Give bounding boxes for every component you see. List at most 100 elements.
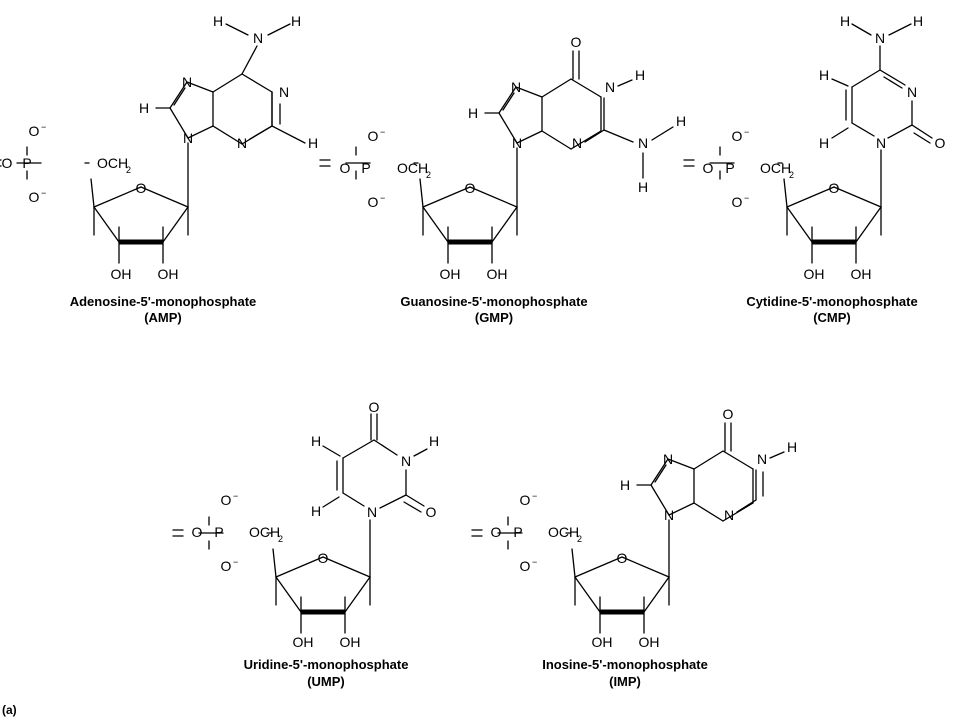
n9: N	[512, 135, 522, 151]
phosphate-oxygen: O	[368, 128, 379, 144]
hydroxyl-2: OH	[639, 634, 660, 650]
n3: N	[401, 453, 411, 469]
double-bond-oxygen: O	[491, 524, 502, 540]
negative-charge: −	[380, 127, 385, 137]
h5: H	[819, 67, 829, 83]
ring-oxygen: O	[465, 180, 476, 196]
imp-abbreviation: (IMP)	[609, 674, 641, 689]
carbonyl-oxygen: O	[571, 34, 582, 50]
amino-h: H	[638, 179, 648, 195]
amino-n: N	[638, 135, 648, 151]
negative-charge: −	[532, 491, 537, 501]
n7: N	[511, 79, 521, 95]
h3: H	[429, 433, 439, 449]
panel-label: (a)	[2, 703, 17, 717]
hydroxyl-3: OH	[592, 634, 613, 650]
ump-name: Uridine-5'-monophosphate	[244, 657, 409, 672]
h6: H	[311, 503, 321, 519]
ring-oxygen: O	[136, 180, 147, 196]
ester-oxygen: OCH	[249, 524, 280, 540]
phosphate-oxygen: O	[520, 558, 531, 574]
ring-oxygen: O	[617, 550, 628, 566]
ring-oxygen: O	[829, 180, 840, 196]
imp-name: Inosine-5'-monophosphate	[542, 657, 708, 672]
h1: H	[787, 439, 797, 455]
carbonyl-oxygen-2: O	[426, 504, 437, 520]
phosphate-oxygen: O	[29, 123, 40, 139]
n7: N	[663, 451, 673, 467]
n3: N	[724, 507, 734, 523]
phosphate-oxygen: O	[221, 492, 232, 508]
amp-name: Adenosine-5'-monophosphate	[70, 294, 257, 309]
phosphorus: P	[214, 524, 223, 540]
subscript: 2	[278, 534, 283, 544]
negative-charge: −	[41, 188, 46, 198]
phosphorus: P	[22, 155, 31, 171]
n9: N	[664, 507, 674, 523]
h5: H	[311, 433, 321, 449]
hydroxyl-3: OH	[293, 634, 314, 650]
phosphate-oxygen: O	[221, 558, 232, 574]
double-bond-oxygen: O	[192, 524, 203, 540]
hydroxyl-2: OH	[851, 266, 872, 282]
ester-oxygen: OCH	[97, 155, 128, 171]
gmp-name: Guanosine-5'-monophosphate	[400, 294, 587, 309]
phosphorus: P	[513, 524, 522, 540]
ump-abbreviation: (UMP)	[307, 674, 345, 689]
subscript: 2	[577, 534, 582, 544]
n3: N	[572, 135, 582, 151]
amino-h: H	[213, 13, 223, 29]
n9: N	[183, 130, 193, 146]
imp-molecule: O OCH 2 P O O − O − OH OH N N N N H H O …	[472, 406, 797, 689]
n3: N	[237, 135, 247, 151]
n1: N	[367, 504, 377, 520]
cmp-molecule: O OCH 2 P O O − O − OH OH N N O H H N H …	[684, 13, 946, 325]
subscript: 2	[426, 170, 431, 180]
n7: N	[182, 74, 192, 90]
ester-oxygen: OCH	[548, 524, 579, 540]
hydroxyl-3: OH	[804, 266, 825, 282]
h8: H	[620, 477, 630, 493]
ring-oxygen: O	[318, 550, 329, 566]
carbonyl-oxygen: O	[935, 135, 946, 151]
n1: N	[605, 79, 615, 95]
ester-oxygen: OCH	[397, 160, 428, 176]
phosphate-oxygen: O	[368, 194, 379, 210]
amino-n: N	[253, 30, 263, 46]
negative-charge: −	[532, 557, 537, 567]
amino-n: N	[875, 30, 885, 46]
n1: N	[279, 84, 289, 100]
hydroxyl-2: OH	[340, 634, 361, 650]
hydroxyl-3: OH	[111, 266, 132, 282]
ester-oxygen: OCH	[760, 160, 791, 176]
phosphate-oxygen: O	[732, 128, 743, 144]
negative-charge: −	[233, 557, 238, 567]
phosphate-oxygen: O	[732, 194, 743, 210]
negative-charge: −	[41, 122, 46, 132]
gmp-abbreviation: (GMP)	[475, 310, 513, 325]
h8: H	[139, 100, 149, 116]
subscript: 2	[126, 165, 131, 175]
n3: N	[907, 84, 917, 100]
double-bond-oxygen: O	[340, 160, 351, 176]
gmp-molecule: O OCH 2 P O O − O − OH OH N N N N H H O …	[320, 34, 686, 325]
carbonyl-oxygen-4: O	[369, 399, 380, 415]
phosphate-oxygen: O	[520, 492, 531, 508]
n1: N	[876, 135, 886, 151]
double-bond-oxygen: O	[703, 160, 714, 176]
double-bond-oxygen: O	[2, 155, 13, 171]
h1: H	[635, 67, 645, 83]
phosphate-oxygen: O	[29, 189, 40, 205]
amino-h: H	[913, 13, 923, 29]
negative-charge: −	[380, 193, 385, 203]
amp-abbreviation: (AMP)	[144, 310, 182, 325]
amino-h: H	[840, 13, 850, 29]
amp-molecule: O OCH 2 P O O − O − OH OH N N N N H H N …	[0, 13, 318, 325]
hydroxyl-2: OH	[158, 266, 179, 282]
cmp-abbreviation: (CMP)	[813, 310, 851, 325]
carbonyl-oxygen: O	[723, 406, 734, 422]
h8: H	[468, 105, 478, 121]
amino-h: H	[291, 13, 301, 29]
negative-charge: −	[744, 127, 749, 137]
hydroxyl-3: OH	[440, 266, 461, 282]
